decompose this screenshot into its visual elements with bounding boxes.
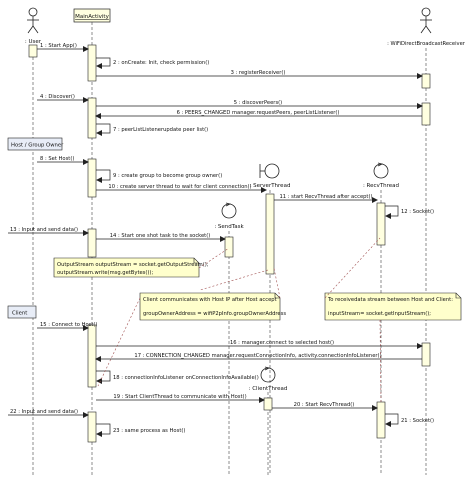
wifi-receiver-actor-icon <box>420 7 432 34</box>
receive-stream-note-line-2: inputStream= socket.getInputStream(); <box>328 311 431 317</box>
wifi-activation-2 <box>421 102 431 126</box>
activation-bars <box>28 44 431 443</box>
client-communication-note-line-1: Client communicates with Host IP after H… <box>143 297 277 303</box>
message-21-arrow <box>385 413 399 427</box>
recv-note-connector-a <box>324 237 381 299</box>
main-activity-participant: MainActivity <box>73 8 111 23</box>
host-group-owner-label: Host / Group Owner <box>11 143 64 149</box>
output-stream-note-line-2: outputStream.write(msg.getBytes()); <box>57 270 153 276</box>
recv-activation-1 <box>376 202 386 246</box>
message-12-arrow <box>385 205 399 219</box>
message-19-label: 19 : Start ClientThread to communicate w… <box>113 394 246 400</box>
message-4-label: 4 : Discover() <box>40 94 75 100</box>
note-connectors <box>97 237 382 403</box>
message-10-label: 10 : create server thread to wait for cl… <box>108 184 251 190</box>
server-thread-label: : ServerThread <box>250 183 291 189</box>
message-18-label: 18 : connectionInfoListener onConnection… <box>113 375 259 381</box>
message-5-label: 5 : discoverPeers() <box>234 100 282 106</box>
main-activation-4 <box>87 228 97 258</box>
output-stream-note-line-1: OutputStream outputStream = socket.getOu… <box>57 262 209 268</box>
user-actor-icon <box>27 7 39 34</box>
client-note-connector-b <box>273 267 281 299</box>
server-thread-participant: : ServerThread <box>250 163 291 189</box>
main-activation-6 <box>87 411 97 443</box>
server-thread-control-icon <box>259 163 280 179</box>
client-thread-control-icon <box>260 366 276 383</box>
message-12-label: 12 : Socket() <box>401 209 434 215</box>
user-activation <box>28 44 38 58</box>
output-note-connector <box>198 247 230 269</box>
send-task-participant: : SendTask <box>214 202 244 230</box>
client-communication-note: Client communicates with Host IP after H… <box>139 292 286 321</box>
send-task-control-icon <box>221 202 237 219</box>
wifi-activation-1 <box>421 73 431 89</box>
message-9-label: 9 : create group to become group owner() <box>113 173 222 179</box>
recv-note-connector-b <box>379 319 382 403</box>
user-label: : User <box>25 39 42 45</box>
recv-thread-label: : RecvThread <box>363 183 399 189</box>
message-7-label: 7 : peerListListenerupdate peer list() <box>113 127 208 133</box>
wifi-activation-3 <box>421 342 431 367</box>
output-stream-note: OutputStream outputStream = socket.getOu… <box>53 257 209 278</box>
recv-thread-participant: : RecvThread <box>363 162 399 189</box>
recv-thread-control-icon <box>373 162 389 179</box>
message-2-label: 2 : onCreate: Init, check permission() <box>113 60 209 66</box>
wifi-receiver-actor: : WiFiDirectBroadcastReceiver <box>387 7 466 47</box>
client-frame: Client <box>7 305 37 319</box>
recv-activation-2 <box>376 401 386 439</box>
receive-stream-note-line-1: To receivedata stream between Host and C… <box>327 297 453 303</box>
client-thread-label: : ClientThread <box>249 386 288 392</box>
message-20-label: 20 : Start RecvThread() <box>294 402 355 408</box>
main-activation-1 <box>87 44 97 82</box>
message-17-label: 17 : CONNECTION_CHANGED manager.requestC… <box>134 353 381 359</box>
message-18-arrow <box>96 370 111 384</box>
message-2-arrow <box>96 57 111 69</box>
user-actor: : User <box>25 7 42 45</box>
send-task-activation <box>224 236 234 258</box>
receive-stream-note: To receivedata stream between Host and C… <box>324 292 462 321</box>
send-task-label: : SendTask <box>214 224 244 230</box>
message-16-label: 16 : manager.connect to selected host() <box>230 340 334 346</box>
message-3-label: 3 : registerReceiver() <box>231 70 286 76</box>
server-note-connector <box>199 269 269 291</box>
message-23-label: 23 : same process as Host() <box>113 428 185 434</box>
wifi-receiver-label: : WiFiDirectBroadcastReceiver <box>387 41 466 47</box>
client-thread-activation <box>263 397 273 411</box>
server-activation <box>265 193 275 275</box>
client-frame-label: Client <box>12 311 27 317</box>
message-21-label: 21 : Socket() <box>401 418 434 424</box>
main-activation-3 <box>87 158 97 198</box>
message-13-label: 13 : Input and send data() <box>10 227 78 233</box>
message-11-label: 11 : start RecvThread after accept() <box>279 194 372 200</box>
message-7-arrow <box>96 123 111 136</box>
main-activation-2 <box>87 97 97 139</box>
main-activity-label: MainActivity <box>75 14 109 20</box>
message-9-arrow <box>96 169 111 183</box>
message-22-label: 22 : Input and send data() <box>10 409 78 415</box>
message-15-label: 15 : Connect to Host() <box>40 322 97 328</box>
message-6-label: 6 : PEERS_CHANGED manager.requestPeers, … <box>177 110 340 116</box>
message-14-label: 14 : Start one shot task to the socket() <box>110 233 211 239</box>
client-thread-participant: : ClientThread <box>249 366 288 392</box>
message-1-label: 1 : Start App() <box>40 43 77 49</box>
client-note-connector-a <box>97 297 141 387</box>
message-23-arrow <box>96 423 111 437</box>
client-communication-note-line-2: groupOwnerAddress = wifiP2pInfo.groupOwn… <box>143 311 286 317</box>
main-activation-5 <box>87 324 97 388</box>
message-8-label: 8 : Set Host() <box>40 156 74 162</box>
host-group-owner-frame: Host / Group Owner <box>7 137 64 151</box>
